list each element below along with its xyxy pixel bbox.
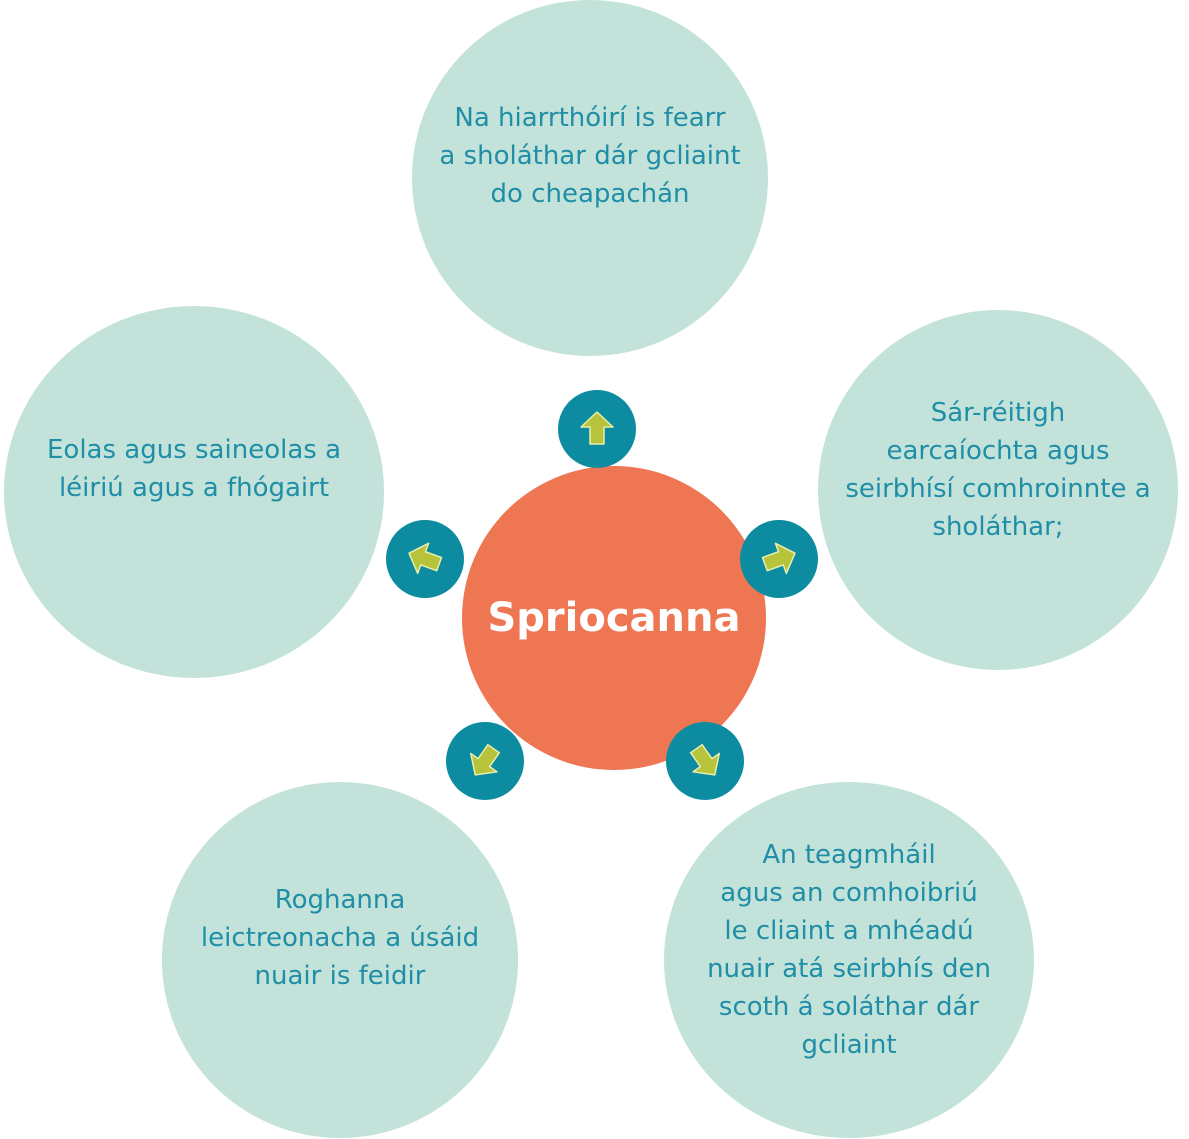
goal-text-right: Sár-réitigh earcaíochta agus seirbhísí c… [845,398,1151,542]
arrow-up-icon [580,411,614,445]
goal-circle-top: Na hiarrthóirí is fearr a sholáthar dár … [412,0,768,356]
arrow-up-right-icon [761,542,796,575]
arrow-up-right-badge [740,520,818,598]
goal-circle-bottom-right: An teagmháil agus an comhoibriú le cliai… [664,782,1034,1138]
goal-text-left: Eolas agus saineolas a léiriú agus a fhó… [46,435,341,503]
arrow-down-right-icon [689,743,721,776]
center-circle: Spriocanna [462,466,766,770]
arrow-down-left-icon [469,743,501,776]
goal-text-bottom-left: Roghanna leictreonacha a úsáid nuair is … [200,885,480,991]
center-label: Spriocanna [487,595,741,641]
arrow-up-left-badge [386,520,464,598]
goal-text-bottom-right: An teagmháil agus an comhoibriú le cliai… [707,840,991,1060]
goal-circle-right: Sár-réitigh earcaíochta agus seirbhísí c… [818,310,1178,670]
goal-circle-bottom-left: Roghanna leictreonacha a úsáid nuair is … [162,782,518,1138]
arrow-up-badge [558,390,636,468]
arrow-down-right-badge [666,722,744,800]
arrow-down-left-badge [446,722,524,800]
goal-circle-left: Eolas agus saineolas a léiriú agus a fhó… [4,306,384,678]
goal-text-top: Na hiarrthóirí is fearr a sholáthar dár … [439,102,741,209]
arrow-up-left-icon [408,542,443,575]
